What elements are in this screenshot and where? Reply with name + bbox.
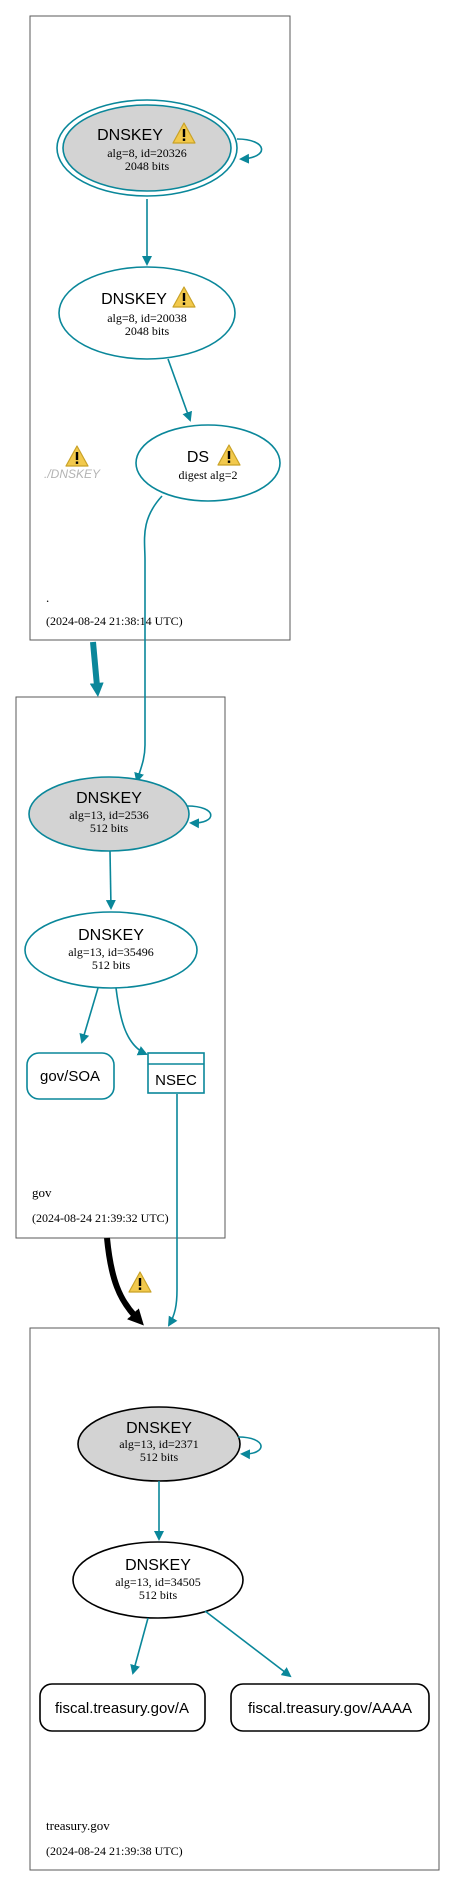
warning-icon — [65, 445, 89, 467]
root-zone-timestamp: (2024-08-24 21:38:14 UTC) — [46, 614, 183, 628]
treasury-zsk-node[interactable]: DNSKEY alg=13, id=34505 512 bits — [72, 1541, 244, 1619]
gov-zsk-title: DNSKEY — [78, 927, 144, 944]
root-ksk-line1: alg=8, id=20326 — [107, 146, 187, 160]
root-zsk-line2: 2048 bits — [125, 324, 170, 338]
treasury-ksk-self-signature-edge — [237, 1436, 262, 1460]
root-ksk-self-signature-edge — [236, 138, 263, 164]
gov-to-treasury-delegation-edge — [104, 1237, 144, 1326]
treasury-zsk-line2: 512 bits — [139, 1588, 178, 1602]
treasury-zsk-to-aaaa-edge — [204, 1610, 292, 1678]
zone-gov-box — [15, 696, 226, 1239]
gov-zsk-to-nsec-edge — [115, 987, 148, 1056]
gov-ksk-self-signature-edge — [186, 805, 212, 829]
root-ds-node[interactable]: DS digest alg=2 — [135, 424, 281, 502]
gov-ksk-node[interactable]: DNSKEY alg=13, id=2536 512 bits — [28, 776, 190, 852]
gov-ksk-line2: 512 bits — [90, 821, 129, 835]
treasury-zsk-line1: alg=13, id=34505 — [115, 1575, 201, 1589]
root-zsk-line1: alg=8, id=20038 — [107, 311, 187, 325]
gov-soa-node[interactable]: gov/SOA — [26, 1052, 115, 1100]
gov-zsk-line1: alg=13, id=35496 — [68, 945, 154, 959]
treasury-zsk-to-a-edge — [130, 1617, 149, 1675]
root-ksk-line2: 2048 bits — [125, 159, 170, 173]
zone-gov: DNSKEY alg=13, id=2536 512 bits DNSKEY a… — [15, 495, 226, 1239]
gov-nsec-node[interactable]: NSEC — [147, 1052, 205, 1094]
root-zsk-title: DNSKEY — [101, 291, 167, 308]
treasury-ksk-line2: 512 bits — [140, 1450, 179, 1464]
gov-nsec-to-treasury-edge — [167, 1094, 178, 1327]
gov-zone-timestamp: (2024-08-24 21:39:32 UTC) — [32, 1211, 169, 1225]
zone-treasury: DNSKEY alg=13, id=2371 512 bits DNSKEY a… — [29, 1327, 440, 1871]
treasury-ksk-node[interactable]: DNSKEY alg=13, id=2371 512 bits — [77, 1406, 241, 1482]
treasury-zone-timestamp: (2024-08-24 21:39:38 UTC) — [46, 1844, 183, 1858]
gov-ksk-line1: alg=13, id=2536 — [69, 808, 149, 822]
zone-root-box — [29, 15, 291, 641]
root-ksk-title: DNSKEY — [97, 127, 163, 144]
zone-root: DNSKEY alg=8, id=20326 2048 bits DNSKEY … — [29, 15, 291, 641]
root-to-gov-delegation-edge — [89, 641, 104, 697]
gov-zsk-line2: 512 bits — [92, 958, 131, 972]
delegation-warning-icon — [128, 1271, 152, 1293]
treasury-zsk-title: DNSKEY — [125, 1557, 191, 1574]
treasury-zone-name: treasury.gov — [46, 1818, 110, 1833]
gov-ksk-to-zsk-edge — [105, 850, 116, 910]
root-zsk-to-ds-edge — [167, 358, 192, 422]
treasury-aaaa-rrset-label: fiscal.treasury.gov/AAAA — [248, 1700, 412, 1717]
gov-zsk-node[interactable]: DNSKEY alg=13, id=35496 512 bits — [24, 911, 198, 989]
treasury-a-rrset-label: fiscal.treasury.gov/A — [55, 1700, 189, 1717]
gov-nsec-label: NSEC — [155, 1072, 197, 1089]
treasury-ksk-line1: alg=13, id=2371 — [119, 1437, 199, 1451]
treasury-aaaa-rrset-node[interactable]: fiscal.treasury.gov/AAAA — [230, 1683, 430, 1732]
root-ksk-node[interactable]: DNSKEY alg=8, id=20326 2048 bits — [56, 99, 238, 197]
root-ds-to-gov-ksk-edge — [134, 495, 163, 783]
root-ghost-dnskey-label: ./DNSKEY — [44, 467, 101, 481]
root-zone-name: . — [46, 590, 49, 605]
treasury-a-rrset-node[interactable]: fiscal.treasury.gov/A — [39, 1683, 206, 1732]
root-zsk-node[interactable]: DNSKEY alg=8, id=20038 2048 bits — [58, 266, 236, 360]
root-ds-title: DS — [187, 449, 209, 466]
gov-soa-label: gov/SOA — [40, 1068, 100, 1085]
gov-zsk-to-soa-edge — [79, 987, 99, 1044]
gov-ksk-title: DNSKEY — [76, 790, 142, 807]
root-ds-line1: digest alg=2 — [178, 468, 237, 482]
treasury-ksk-title: DNSKEY — [126, 1420, 192, 1437]
zone-treasury-box — [29, 1327, 440, 1871]
gov-zone-name: gov — [32, 1185, 52, 1200]
